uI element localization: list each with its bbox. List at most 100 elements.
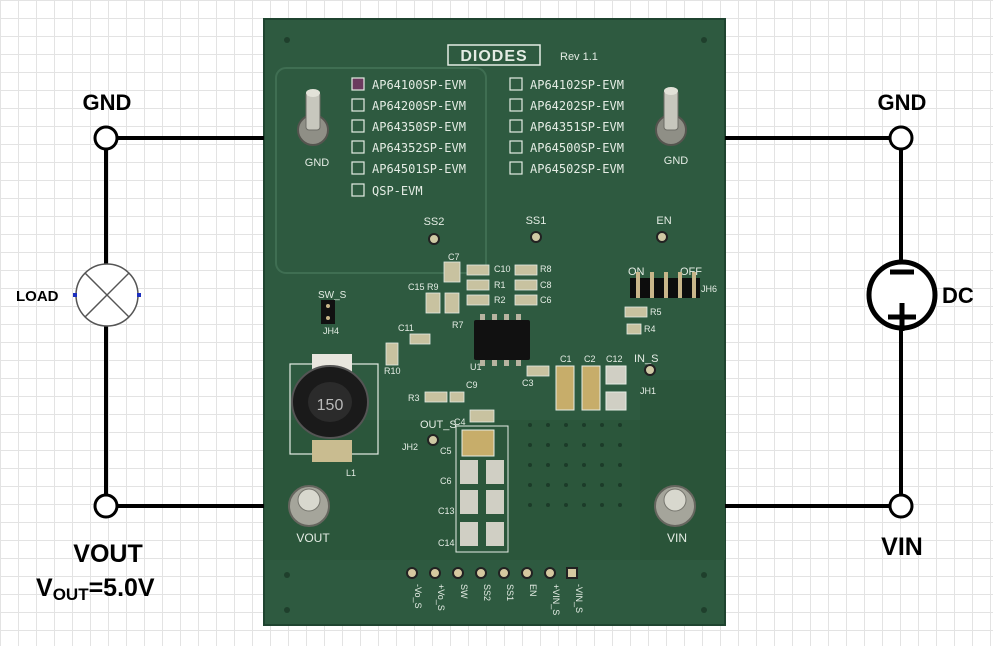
header-pin-label: SS1 (505, 584, 515, 601)
tp-label: IN_S (634, 353, 658, 365)
tp-label: EN (656, 215, 671, 227)
header-pin-label: +VIN_S (551, 584, 561, 615)
header-pin-label: -Vo_S (413, 584, 423, 609)
jumper-header (321, 300, 335, 324)
ref-label: C9 (466, 380, 478, 390)
ref-label: C3 (522, 378, 534, 388)
ref-label: R7 (452, 320, 464, 330)
wiring (104, 136, 903, 508)
diodes-logo: DIODES (460, 48, 527, 65)
pcb-region-outline (275, 67, 487, 274)
label-vout: VOUT (73, 540, 142, 568)
variant-list-left: AP64100SP-EVM AP64200SP-EVM AP64350SP-EV… (351, 77, 466, 198)
input-capacitors (555, 365, 627, 411)
variant-label: AP64501SP-EVM (372, 162, 466, 176)
small-components (385, 261, 648, 423)
ref-label: C6 (540, 295, 552, 305)
jumper-label: JH2 (402, 442, 418, 452)
test-point (656, 231, 668, 243)
inductor-marking: 150 (317, 397, 344, 414)
variant-checkbox (509, 119, 523, 133)
header-pin-label: +Vo_S (436, 584, 446, 611)
jumper-label: JH4 (323, 326, 339, 336)
variant-label: AP64352SP-EVM (372, 141, 466, 155)
terminal-vin (888, 493, 914, 519)
ref-label: C15 (408, 282, 425, 292)
ref-label: C5 (440, 446, 452, 456)
variant-label: AP64202SP-EVM (530, 99, 624, 113)
ref-label: C1 (560, 354, 572, 364)
post-label: GND (305, 157, 330, 169)
variant-label: AP64500SP-EVM (530, 141, 624, 155)
ref-label: R2 (494, 295, 506, 305)
variant-list-right: AP64102SP-EVM AP64202SP-EVM AP64351SP-EV… (509, 77, 624, 176)
ref-label: C10 (494, 264, 511, 274)
test-point (530, 231, 542, 243)
dc-source-icon (866, 259, 938, 331)
mounting-holes (284, 37, 707, 613)
jumper-sw-s: SW_S JH4 (318, 290, 347, 336)
test-point (428, 233, 440, 245)
ref-label: C2 (584, 354, 596, 364)
terminal-gnd-left (93, 125, 119, 151)
variant-checkbox (351, 183, 365, 197)
post-vout: VOUT (288, 485, 330, 545)
label-vout-value: VOUT=5.0V (36, 574, 155, 604)
variant-label: AP64351SP-EVM (530, 120, 624, 134)
test-point (644, 364, 656, 376)
ref-label: R3 (408, 393, 420, 403)
ref-label: R9 (427, 282, 439, 292)
jumper-label: SW_S (318, 290, 347, 301)
ref-label: C6 (440, 476, 452, 486)
ref-label: C12 (606, 354, 623, 364)
variant-label: AP64200SP-EVM (372, 99, 466, 113)
variant-checkbox (351, 140, 365, 154)
jumper-label: JH1 (640, 386, 656, 396)
test-points: SS2 SS1 EN OUT_S JH2 IN_S JH1 (402, 215, 672, 452)
tp-label: OUT_S (420, 419, 457, 431)
variant-checkbox (351, 161, 365, 175)
label-gnd-right: GND (878, 90, 927, 115)
variant-label: AP64100SP-EVM (372, 78, 466, 92)
output-capacitors (455, 425, 509, 553)
pcb-edge (263, 18, 726, 626)
header-pin-label: SS2 (482, 584, 492, 601)
ref-label: C4 (454, 417, 466, 427)
ref-designators: C7 C10 R8 R1 C8 R2 C6 C15 R9 R7 C11 R10 … (384, 252, 662, 548)
variant-checkbox (509, 161, 523, 175)
jumper-en-header: ON OFF JH6 (628, 266, 717, 298)
ref-label: L1 (346, 468, 356, 478)
label-vin: VIN (881, 533, 923, 561)
post-gnd-left: GND (297, 89, 330, 169)
label-load: LOAD (16, 288, 59, 305)
ref-label: C8 (540, 280, 552, 290)
variant-label: AP64102SP-EVM (530, 78, 624, 92)
ref-label: R5 (650, 307, 662, 317)
post-label: VOUT (296, 531, 330, 545)
ref-label: C14 (438, 538, 455, 548)
terminal-vout (93, 493, 119, 519)
via-array (528, 423, 622, 507)
post-label: GND (664, 155, 689, 167)
label-gnd-left: GND (83, 90, 132, 115)
post-vin: VIN (654, 485, 696, 545)
pcb-vin-plane (640, 380, 725, 560)
post-gnd-right: GND (655, 87, 689, 167)
tp-label: SS1 (526, 215, 547, 227)
ref-label: U1 (470, 362, 482, 372)
terminal-gnd-right (888, 125, 914, 151)
ref-label: R1 (494, 280, 506, 290)
variant-checkbox (509, 140, 523, 154)
bottom-pin-header: -Vo_S +Vo_S SW SS2 SS1 EN +VIN_S -VIN_S (406, 567, 584, 615)
inductor-l1: 150 L1 (289, 354, 379, 478)
ref-label: C7 (448, 252, 460, 262)
header-pin-label: SW (459, 584, 469, 599)
jumper-label: JH6 (701, 284, 717, 294)
variant-checkbox-checked (351, 77, 365, 91)
label-dc: DC (942, 283, 974, 308)
board-rev: Rev 1.1 (560, 51, 598, 63)
test-point (427, 434, 439, 446)
ref-label: C11 (398, 323, 414, 333)
